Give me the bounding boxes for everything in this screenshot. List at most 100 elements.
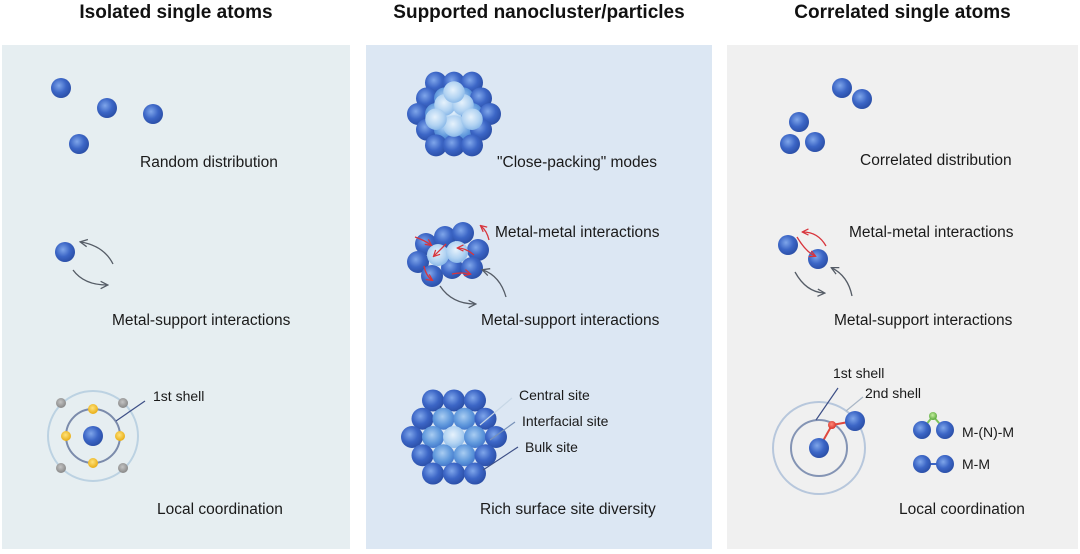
caption-rich-surface-site-diversity: Rich surface site diversity xyxy=(480,501,656,518)
column-title-nanocluster: Supported nanocluster/particles xyxy=(393,2,685,23)
metal-atom xyxy=(805,132,825,152)
local-coordination-single xyxy=(47,390,146,482)
arrow-icon xyxy=(81,242,114,265)
interfacial-atom xyxy=(432,444,455,467)
metal-atom xyxy=(778,235,798,255)
arrow-icon xyxy=(72,269,107,285)
metal-atom xyxy=(83,426,103,446)
metal-atom xyxy=(808,249,828,269)
metal-atom xyxy=(407,251,429,273)
surface-site-cluster xyxy=(401,389,507,485)
coordination-atom xyxy=(88,458,98,468)
caption-random-distribution: Random distribution xyxy=(140,154,278,171)
label-bulk-site: Bulk site xyxy=(525,439,578,455)
outer-atom xyxy=(118,463,128,473)
arrow-icon xyxy=(483,270,507,298)
metal-atom xyxy=(936,421,954,439)
metal-atom xyxy=(845,411,865,431)
label-interfacial-site: Interfacial site xyxy=(522,413,609,429)
metal-atom xyxy=(467,239,489,261)
edge-atom xyxy=(411,407,434,430)
label-second-shell: 2nd shell xyxy=(865,385,922,401)
metal-atom xyxy=(97,98,117,118)
second-shell-ring xyxy=(772,401,866,495)
central-atom xyxy=(443,426,465,448)
nitrogen-atom xyxy=(929,412,937,420)
metal-atom xyxy=(936,455,954,473)
interfacial-atom xyxy=(422,426,444,448)
site-leader-lines xyxy=(479,397,519,471)
first-shell-ring xyxy=(790,419,848,477)
edge-atom xyxy=(411,444,434,467)
metal-atom xyxy=(852,89,872,109)
red-arrow-icon xyxy=(458,248,475,256)
interfacial-atom xyxy=(453,407,476,430)
red-arrow-icon xyxy=(414,236,431,245)
m-m-motif xyxy=(913,455,954,473)
edge-atom xyxy=(425,134,447,157)
label-first-shell: 1st shell xyxy=(833,365,885,381)
leader-line-second-shell xyxy=(845,396,864,412)
caption-local-coordination: Local coordination xyxy=(157,501,283,518)
leader-line xyxy=(115,400,146,422)
metal-atom xyxy=(913,421,931,439)
metal-metal-cluster xyxy=(407,222,489,287)
red-arrow-icon xyxy=(796,236,815,256)
metal-support-interaction-single xyxy=(55,242,114,285)
metal-atom xyxy=(452,222,474,244)
edge-atom xyxy=(443,134,465,157)
label-central-site: Central site xyxy=(519,387,590,403)
label-m-m: M-M xyxy=(962,456,990,472)
random-distribution-atoms xyxy=(51,78,163,154)
outer-atom xyxy=(56,463,66,473)
caption-metal-support-interactions: Metal-support interactions xyxy=(112,312,291,329)
interfacial-atom xyxy=(453,444,476,467)
red-arrow-icon xyxy=(803,232,827,247)
arrow-icon xyxy=(832,268,853,297)
metal-atom xyxy=(809,438,829,458)
edge-atom xyxy=(422,462,444,485)
caption-correlated-distribution: Correlated distribution xyxy=(860,152,1012,169)
metal-atom xyxy=(789,112,809,132)
metal-atom xyxy=(461,257,483,279)
metal-atom xyxy=(51,78,71,98)
outer-atom xyxy=(56,398,66,408)
edge-atom xyxy=(443,389,465,412)
red-arrow-icon xyxy=(451,273,470,274)
coordination-atom xyxy=(88,404,98,414)
red-arrow-icon xyxy=(423,265,432,280)
top-layer-atom xyxy=(443,81,465,103)
red-arrow-icon xyxy=(434,243,447,256)
metal-atom xyxy=(434,226,456,248)
bridging-atom xyxy=(828,421,836,429)
arrow-icon xyxy=(794,271,824,293)
label-metal-metal-interactions: Metal-metal interactions xyxy=(495,224,660,241)
metal-atom xyxy=(55,242,75,262)
panel-correlated-single-atoms xyxy=(727,45,1078,549)
leader-line-bulk xyxy=(482,446,519,471)
leader-line-first-shell xyxy=(815,387,839,421)
label-first-shell: 1st shell xyxy=(153,388,205,404)
metal-atom xyxy=(780,134,800,154)
edge-atom xyxy=(422,389,444,412)
inner-atom xyxy=(427,244,449,266)
red-arrow-icon xyxy=(481,226,490,241)
m-n-m-motif xyxy=(913,412,954,439)
second-shell-ring xyxy=(47,390,139,482)
cluster-interaction-arrows xyxy=(414,226,507,304)
edge-atom xyxy=(474,444,497,467)
metal-atom xyxy=(913,455,931,473)
arrow-icon xyxy=(439,285,475,304)
edge-atom xyxy=(464,462,486,485)
column-title-correlated: Correlated single atoms xyxy=(794,2,1011,23)
top-layer-atom xyxy=(461,108,483,130)
local-coordination-correlated xyxy=(772,387,866,495)
caption-metal-support-interactions: Metal-support interactions xyxy=(834,312,1013,329)
metal-atom xyxy=(143,104,163,124)
edge-atom xyxy=(464,389,486,412)
caption-local-coordination: Local coordination xyxy=(899,501,1025,518)
edge-atom xyxy=(401,426,423,448)
edge-atom xyxy=(443,462,465,485)
metal-atom xyxy=(832,78,852,98)
interfacial-atom xyxy=(432,407,455,430)
